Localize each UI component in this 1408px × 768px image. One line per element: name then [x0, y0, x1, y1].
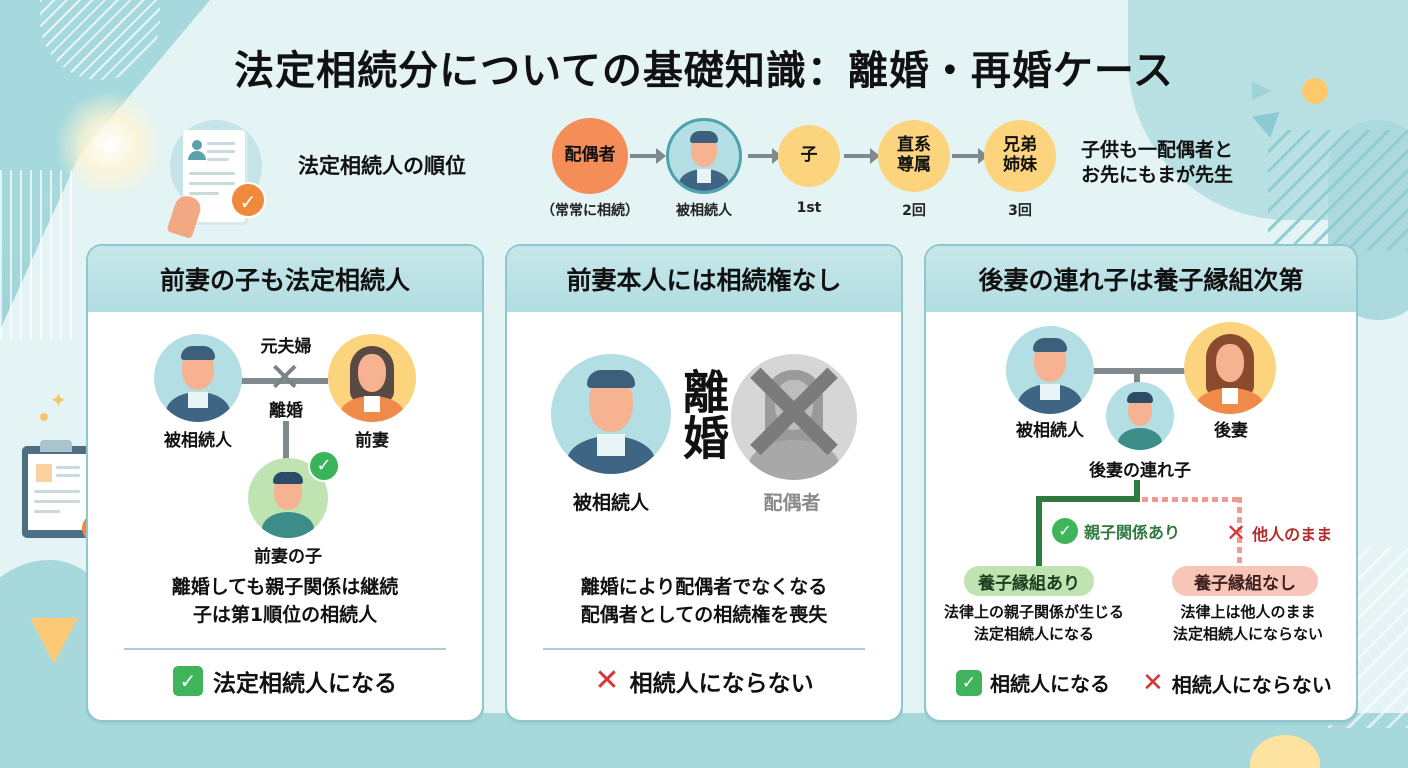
decedent-avatar	[551, 354, 671, 474]
check-icon: ✓	[230, 182, 266, 218]
card-title: 後妻の連れ子は養子縁組次第	[926, 246, 1356, 312]
flow-node-spouse: 配偶者	[552, 118, 628, 194]
result-badge: ✓ 法定相続人になる	[88, 664, 482, 698]
connector-line	[238, 378, 328, 384]
divider	[543, 648, 865, 650]
bg-stripes-right	[1268, 130, 1408, 250]
cross-icon: ✕	[1142, 668, 1164, 698]
arrow-icon	[630, 148, 666, 164]
label-decedent: 被相続人	[1016, 421, 1084, 441]
arrow-icon	[952, 148, 988, 164]
adoption-no-pill: 養子縁組なし	[1172, 566, 1318, 596]
spouse-avatar-crossed	[731, 354, 857, 480]
branch-line-yes	[1036, 496, 1140, 502]
document-check-icon: ✓	[166, 118, 268, 240]
checkbox-check-icon: ✓	[956, 669, 982, 696]
checkbox-check-icon: ✓	[173, 666, 203, 696]
branch-line-no	[1237, 497, 1242, 567]
result-badge: ✕ 相続人にならない	[594, 663, 814, 698]
flow-node-siblings: 兄弟 姉妹	[984, 120, 1056, 192]
label-divorce: 離婚	[252, 396, 320, 421]
stepchild-avatar	[1106, 382, 1174, 450]
mnemonic-text: 子供も一配偶者と お先にもまが先生	[1081, 139, 1234, 186]
arrow-icon	[748, 148, 782, 164]
flow-sub-decedent: 被相続人	[676, 203, 732, 219]
cross-icon: ✕	[731, 328, 857, 502]
card-ex-wife-child: 前妻の子も法定相続人 ✕ 被相続人 前妻 元夫婦 離婚 ✓	[86, 244, 484, 722]
adoption-yes-pill: 養子縁組あり	[964, 566, 1094, 596]
flow-sub-siblings: 3回	[1008, 203, 1032, 219]
heir-order-flow: 配偶者 （常常に相続） 被相続人 子 1st 直系 尊属 2回 兄弟 姉妹 3回	[530, 118, 1070, 228]
bg-glow	[55, 90, 165, 200]
bg-bottom-band	[0, 713, 1408, 768]
card-title: 前妻の子も法定相続人	[88, 246, 482, 312]
flow-node-decedent	[666, 118, 742, 194]
bg-small-triangle	[1252, 111, 1284, 141]
cross-icon: ✕	[268, 355, 302, 401]
heir-order-label: 法定相続人の順位	[298, 154, 466, 178]
label-ex-wife: 前妻	[355, 431, 389, 451]
card-description: 離婚により配偶者でなくなる 配偶者としての相続権を喪失	[580, 576, 828, 626]
label-stepchild: 後妻の連れ子	[1089, 461, 1191, 481]
card-ex-wife: 前妻本人には相続権なし 被相続人 離婚 ✕ 配偶者 離婚により配偶者でなくなる …	[505, 244, 903, 722]
divorce-vertical-label: 離婚	[676, 368, 730, 460]
result-yes: ✓ 相続人になる	[956, 668, 1110, 697]
card-description: 離婚しても親子関係は継続 子は第1順位の相続人	[171, 576, 399, 626]
label-second-wife: 後妻	[1214, 421, 1248, 441]
bg-small-triangle	[1252, 82, 1272, 100]
bg-stripes-left	[0, 170, 80, 340]
branch-label-yes: ✓ 親子関係あり	[1052, 518, 1180, 544]
label-ex-wife-child: 前妻の子	[254, 547, 322, 567]
adoption-no-description: 法律上は他人のまま 法定相続人にならない	[1172, 603, 1323, 643]
sparkle-icon: ✦	[50, 388, 67, 412]
flow-sub-ascendants: 2回	[902, 203, 926, 219]
decedent-avatar	[154, 334, 242, 422]
connector-line	[283, 418, 289, 462]
clipboard-icon: ✓	[22, 440, 110, 542]
branch-label-no: ✕ 他人のまま	[1226, 519, 1333, 547]
ex-wife-avatar	[328, 334, 416, 422]
cross-icon: ✕	[1226, 519, 1247, 547]
connector-line	[1134, 368, 1140, 386]
decedent-avatar	[669, 121, 739, 191]
bg-dot	[40, 413, 48, 421]
divider	[124, 648, 446, 650]
flow-sub-child: 1st	[796, 200, 822, 216]
branch-line-yes	[1036, 496, 1042, 568]
label-spouse: 配偶者	[763, 492, 821, 514]
page-title: 法定相続分についての基礎知識：離婚・再婚ケース	[234, 48, 1174, 94]
bg-yellow-dot	[1302, 78, 1328, 104]
branch-line-yes	[1134, 480, 1140, 500]
branch-line-no	[1142, 497, 1240, 502]
bg-yellow-triangle	[30, 618, 78, 664]
card-title: 前妻本人には相続権なし	[507, 246, 901, 312]
label-decedent: 被相続人	[572, 492, 649, 514]
flow-sub-spouse: （常常に相続）	[541, 203, 639, 219]
label-decedent: 被相続人	[164, 431, 232, 451]
check-icon: ✓	[308, 450, 340, 482]
check-icon: ✓	[1052, 518, 1078, 544]
cross-icon: ✕	[594, 663, 620, 698]
arrow-icon	[844, 148, 880, 164]
adoption-yes-description: 法律上の親子関係が生じる 法定相続人になる	[943, 603, 1124, 643]
card-stepchild: 後妻の連れ子は養子縁組次第 被相続人 後妻 後妻の連れ子	[924, 244, 1358, 722]
second-wife-avatar	[1184, 322, 1276, 414]
result-no: ✕ 相続人にならない	[1142, 668, 1332, 698]
label-ex-couple: 元夫婦	[260, 337, 312, 357]
decedent-avatar	[1006, 326, 1094, 414]
flow-node-ascendants: 直系 尊属	[878, 120, 950, 192]
flow-node-child: 子	[778, 125, 840, 187]
